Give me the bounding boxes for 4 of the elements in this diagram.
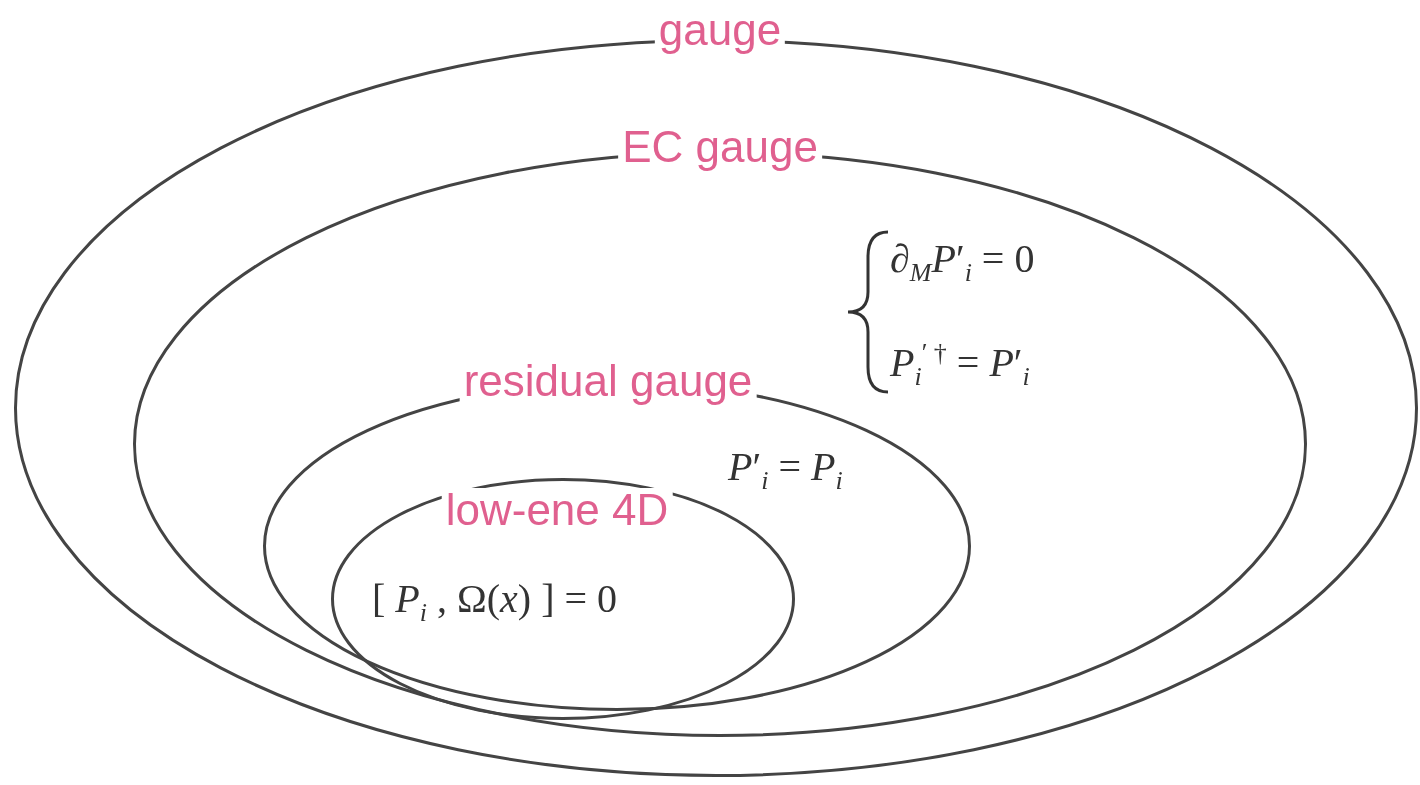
equation: ∂$_{M}$P′$_{i}$ = 0 (890, 238, 1035, 286)
equation: P$_{i}$$^{′ †}$ = P′$_{i}$ (890, 340, 1030, 390)
equation: P′$_{i}$ = P$_{i}$ (728, 446, 843, 494)
equation: [ P$_{i}$ , Ω(x) ] = 0 (372, 578, 617, 626)
